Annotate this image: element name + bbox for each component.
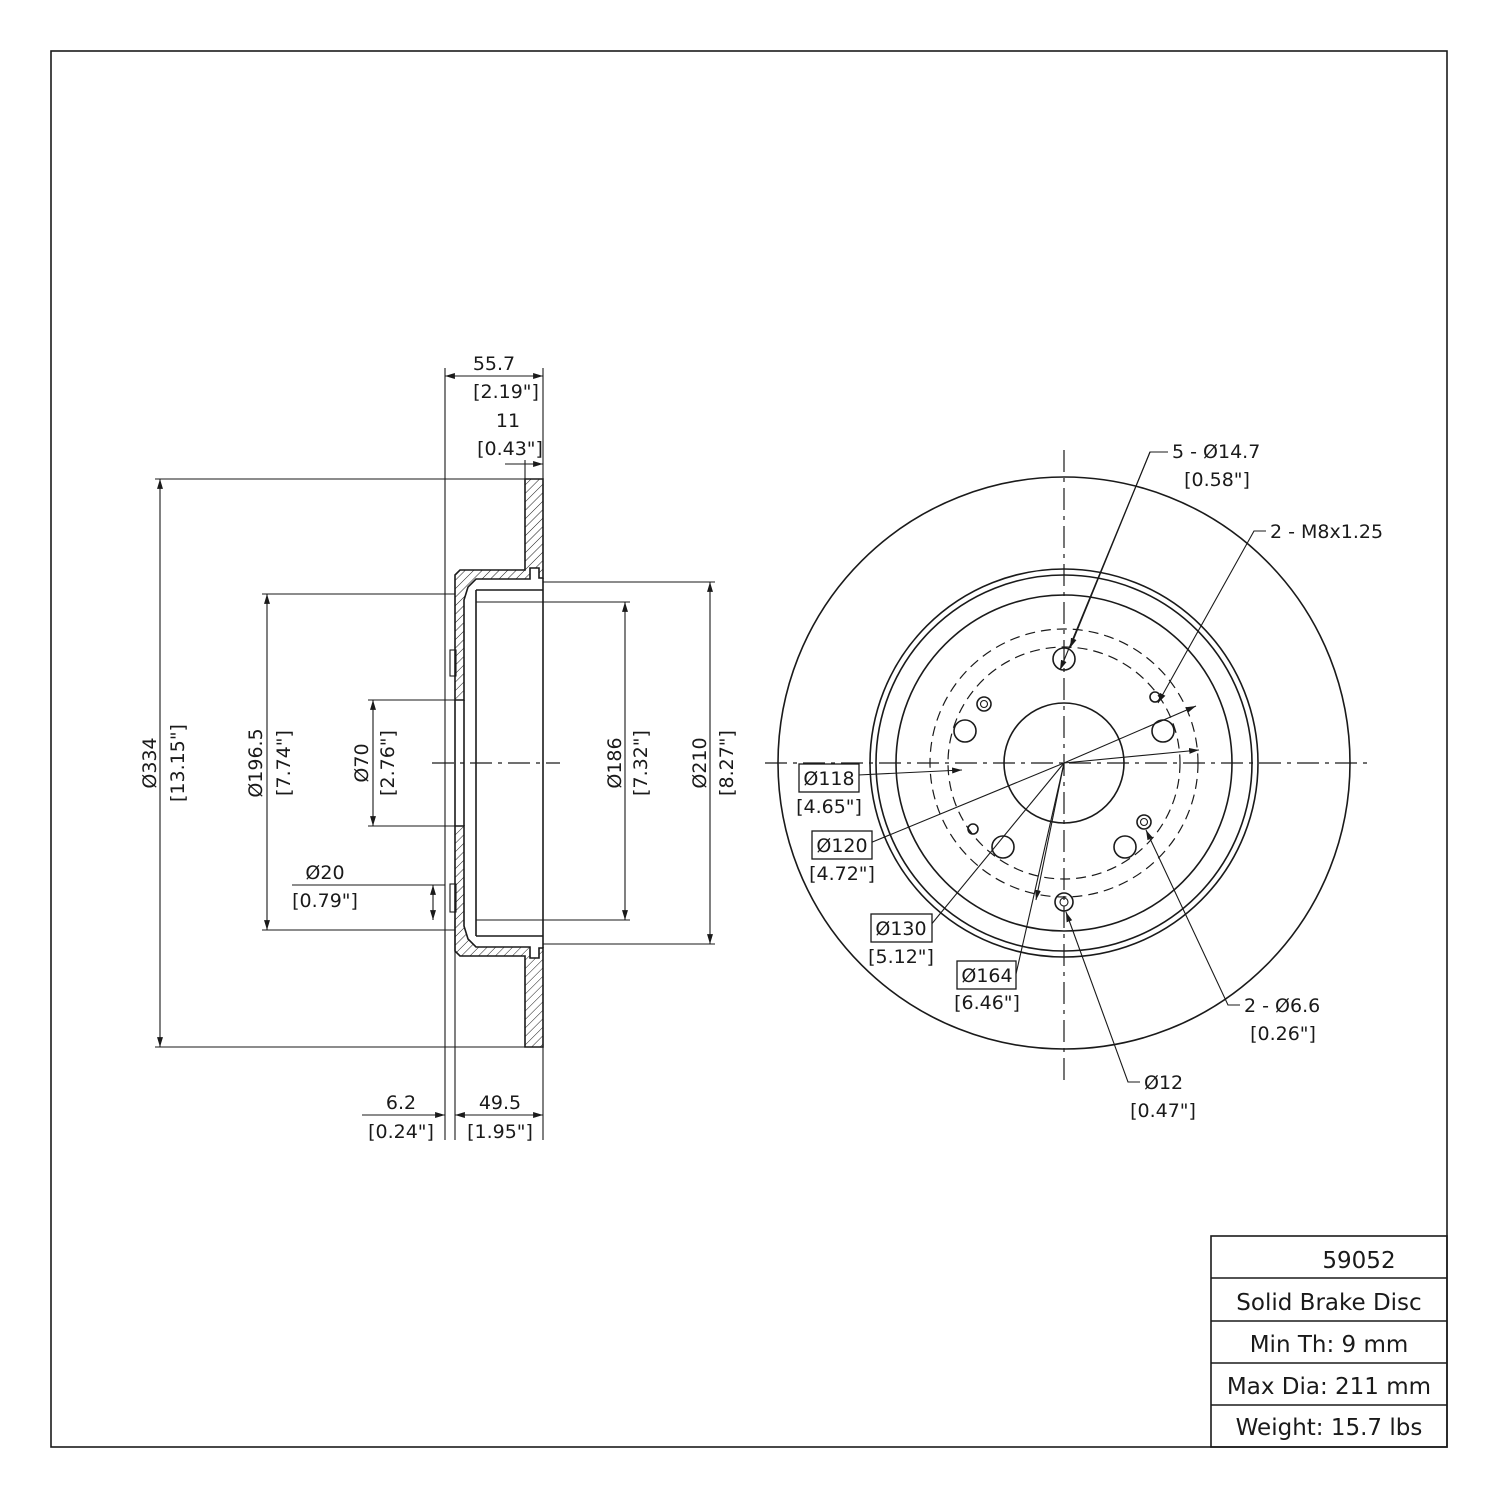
- label-d12: Ø12: [1144, 1072, 1183, 1094]
- label-d164-in: [6.46"]: [954, 992, 1020, 1014]
- min-thickness: Min Th: 9 mm: [1250, 1332, 1409, 1358]
- section-upper: [454, 478, 544, 701]
- label-d118-in: [4.65"]: [796, 796, 862, 818]
- weight: Weight: 15.7 lbs: [1236, 1415, 1423, 1441]
- dim-depth-in: [1.95"]: [467, 1121, 533, 1143]
- label-bolt-holes: 5 - Ø14.7: [1172, 441, 1260, 463]
- dim-dia-20-in: [0.79"]: [292, 890, 358, 912]
- dim-width-total-in: [2.19"]: [473, 381, 539, 403]
- label-d130-in: [5.12"]: [868, 946, 934, 968]
- label-small-holes: 2 - Ø6.6: [1244, 995, 1320, 1017]
- front-view: Ø118 [4.65"] Ø120 [4.72"] Ø130 [5.12"] Ø…: [765, 441, 1383, 1122]
- dim-flange-in: [0.43"]: [477, 438, 543, 460]
- label-d118: Ø118: [803, 768, 854, 790]
- dim-dia-20: Ø20: [305, 862, 344, 884]
- dim-flange: 11: [496, 410, 520, 432]
- title-block: 59052 Solid Brake Disc Min Th: 9 mm Max …: [1210, 1235, 1448, 1448]
- section-lower: [454, 825, 544, 1048]
- dim-hat-thick: 6.2: [386, 1092, 416, 1114]
- dim-dia-186: Ø186: [604, 737, 626, 788]
- dim-dia-196: Ø196.5: [245, 728, 267, 797]
- label-d164: Ø164: [961, 965, 1012, 987]
- label-d120: Ø120: [816, 835, 867, 857]
- side-view: 55.7 [2.19"] 11 [0.43"] Ø334 [13.15"] Ø1…: [139, 353, 738, 1143]
- dim-depth: 49.5: [479, 1092, 521, 1114]
- dim-dia-196-in: [7.74"]: [273, 730, 295, 796]
- dim-dia-334-in: [13.15"]: [167, 724, 189, 802]
- dim-dia-334: Ø334: [139, 737, 161, 788]
- dim-dia-210: Ø210: [689, 737, 711, 788]
- label-d120-in: [4.72"]: [809, 863, 875, 885]
- label-small-holes-in: [0.26"]: [1250, 1023, 1316, 1045]
- part-number: 59052: [1322, 1248, 1395, 1274]
- dim-width-total: 55.7: [473, 353, 515, 375]
- label-bolt-holes-in: [0.58"]: [1184, 469, 1250, 491]
- part-type: Solid Brake Disc: [1236, 1290, 1421, 1316]
- dim-dia-70-in: [2.76"]: [377, 730, 399, 796]
- dim-dia-70: Ø70: [351, 743, 373, 782]
- max-diameter: Max Dia: 211 mm: [1227, 1374, 1431, 1400]
- dim-hat-thick-in: [0.24"]: [368, 1121, 434, 1143]
- label-d130: Ø130: [875, 918, 926, 940]
- label-thread: 2 - M8x1.25: [1270, 521, 1383, 543]
- dim-dia-210-in: [8.27"]: [716, 730, 738, 796]
- label-d12-in: [0.47"]: [1130, 1100, 1196, 1122]
- drawing-border: [50, 50, 1448, 1448]
- dim-dia-186-in: [7.32"]: [630, 730, 652, 796]
